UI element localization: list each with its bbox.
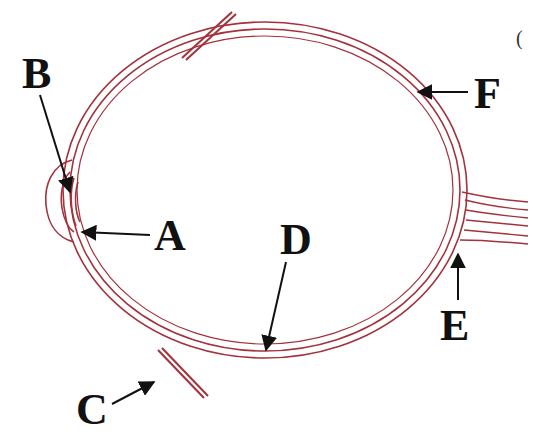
eyeball-layers — [63, 22, 467, 358]
part-letter: F — [474, 72, 501, 116]
part-letter: A — [154, 214, 186, 258]
part-letter: D — [280, 218, 312, 262]
part-letter: B — [22, 52, 51, 96]
leader-arrow — [40, 92, 468, 404]
eye-muscle — [158, 12, 236, 398]
part-letter: E — [440, 304, 469, 348]
optic-nerve — [460, 192, 528, 244]
cornea-lens — [46, 160, 80, 242]
fragment-text: ( — [516, 28, 523, 48]
part-letter: C — [76, 388, 108, 432]
